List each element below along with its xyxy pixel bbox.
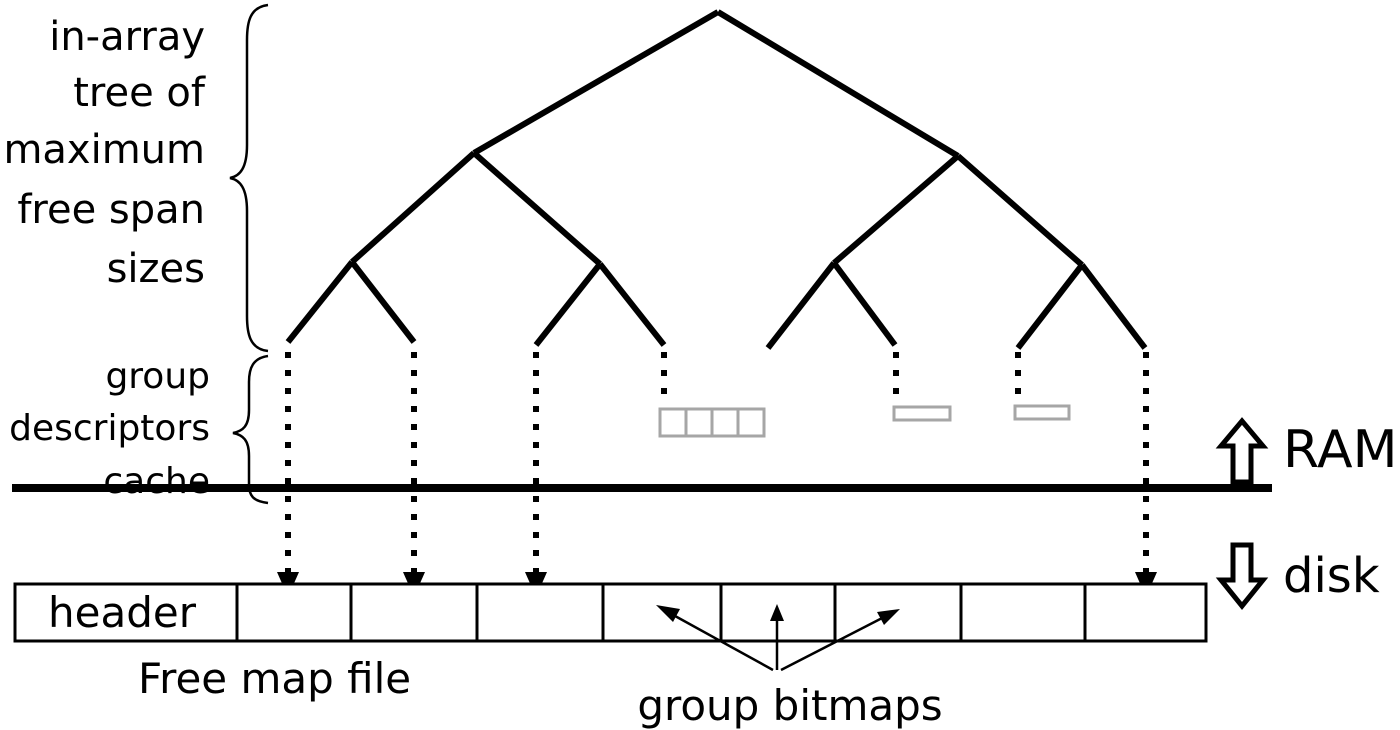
tree-edge <box>831 261 898 347</box>
arrowhead <box>656 605 680 622</box>
pointer-line <box>780 612 891 672</box>
tree-label-line: sizes <box>107 246 205 292</box>
bitmap-cell <box>349 582 479 643</box>
group-bitmaps-label: group bitmaps <box>637 681 942 730</box>
tree-brace <box>229 3 269 353</box>
cache-box <box>892 405 952 422</box>
free-map-file-label: Free map file <box>138 654 411 703</box>
tree-edge <box>716 9 960 159</box>
tree-edge <box>765 261 837 350</box>
tree-edge <box>1015 263 1085 350</box>
bitmap-cell <box>475 582 605 643</box>
descriptor-cache-boxes <box>658 404 1071 438</box>
tree-edge <box>533 262 603 347</box>
tree-edge <box>350 150 476 265</box>
tree-edge <box>285 260 355 344</box>
cache-brace <box>232 354 269 505</box>
up-arrow-icon <box>1215 417 1269 485</box>
down-arrow-icon <box>1215 542 1269 610</box>
bitmap-cell <box>235 582 353 643</box>
tree-label-line: maximum <box>3 127 205 173</box>
arrowhead <box>770 604 784 621</box>
tree-edge <box>956 153 1084 268</box>
tree-edge <box>597 262 667 347</box>
bitmap-cell <box>1083 582 1208 643</box>
pointer-line <box>665 609 774 672</box>
leaf-links <box>277 352 1157 597</box>
tree-label-line: free span <box>17 187 205 233</box>
tree-edge <box>472 150 602 267</box>
cache-box <box>1013 404 1071 421</box>
tree-edge <box>832 153 960 266</box>
ram-label: RAM <box>1283 420 1397 480</box>
disk-label: disk <box>1283 548 1380 604</box>
tree-label-line: in-array <box>49 14 205 60</box>
cache-label-line: descriptors <box>9 408 210 449</box>
tree-edge <box>349 260 417 344</box>
span-tree <box>285 9 1148 350</box>
arrowhead <box>877 609 900 625</box>
tree-edge <box>1079 263 1148 350</box>
tree-edge <box>472 9 720 156</box>
tree-label-line: tree of <box>73 70 206 116</box>
header-label: header <box>48 588 197 637</box>
bitmap-cell <box>959 582 1087 643</box>
free-map-file: header <box>13 582 1208 643</box>
cache-label-line: cache <box>103 461 210 502</box>
cache-label-line: group <box>105 356 210 397</box>
bitmap-pointers <box>656 604 900 672</box>
